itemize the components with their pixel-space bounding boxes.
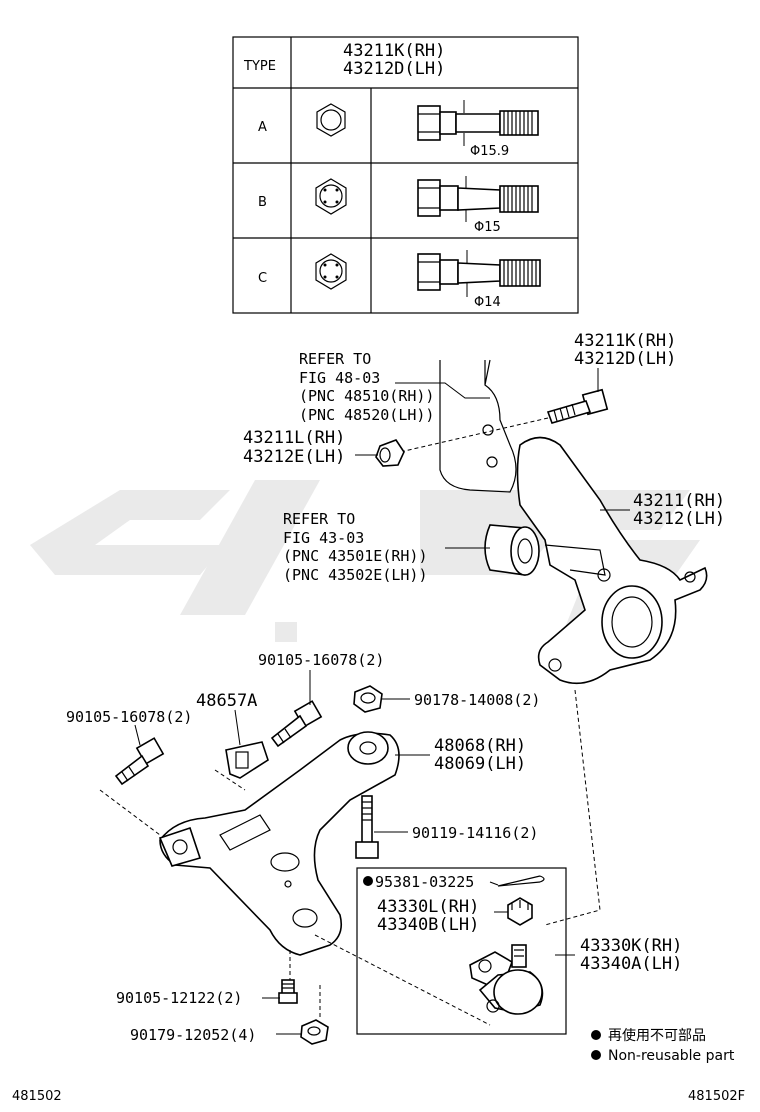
label-balljoint-rh: 43330K(RH) <box>580 936 682 956</box>
label-refer43-line3: (PNC 43501E(RH)) <box>283 547 428 565</box>
label-90178: 90178-14008(2) <box>414 691 540 709</box>
nut-43211l <box>375 439 405 467</box>
type-table: TYPE 43211K(RH) 43212D(LH) A B C <box>232 36 579 314</box>
label-refer43-line4: (PNC 43502E(LH)) <box>283 566 428 584</box>
leader-refer48 <box>395 382 490 399</box>
label-balljoint-nut-rh: 43330L(RH) <box>377 897 479 917</box>
hex-head-b <box>315 178 347 215</box>
bracket-48657a <box>225 741 269 779</box>
bolt-90105-16078-top <box>270 700 323 748</box>
bolt-90119 <box>355 795 379 859</box>
label-90119: 90119-14116(2) <box>412 824 538 842</box>
nut-90178 <box>353 685 383 713</box>
bolt-profile-c: Φ14 <box>417 250 541 310</box>
arm-dash-bracket <box>214 769 246 791</box>
bolt-profile-b: Φ15 <box>417 176 539 235</box>
hub-bolt-dash <box>399 417 549 453</box>
watermark-stroke-middle <box>180 480 320 615</box>
watermark-dot <box>275 622 297 642</box>
bracket-hole-2 <box>486 456 498 468</box>
lower-arm <box>158 731 400 956</box>
label-90105-12122: 90105-12122(2) <box>116 989 242 1007</box>
bolt-90105-12122 <box>278 979 298 1004</box>
label-refer48-line4: (PNC 48520(LH)) <box>299 406 434 424</box>
label-bracket-48657a: 48657A <box>196 691 257 711</box>
knuckle-dash-to-balljoint <box>544 689 601 926</box>
label-pin: 95381-03225 <box>375 873 474 891</box>
label-refer43-line1: REFER TO <box>283 510 355 528</box>
footer-right-code: 481502F <box>688 1089 745 1104</box>
label-refer48-line1: REFER TO <box>299 350 371 368</box>
table-row-c-type: C <box>258 271 267 286</box>
bushing <box>484 524 540 576</box>
label-90105-16078-left: 90105-16078(2) <box>66 708 192 726</box>
table-row-b-type: B <box>258 195 267 210</box>
leader-48657a <box>234 709 241 746</box>
hex-head-c <box>315 253 347 290</box>
label-refer48-line3: (PNC 48510(RH)) <box>299 387 434 405</box>
cotter-pin <box>497 875 545 887</box>
steering-knuckle <box>516 436 708 685</box>
non-reusable-marker-pin <box>363 876 373 886</box>
hub-bolt <box>546 388 609 424</box>
table-row-a-type: A <box>258 120 267 135</box>
bolt-90105-16078-left <box>114 737 165 786</box>
legend-bullet-en <box>591 1050 601 1060</box>
label-balljoint-nut-lh: 43340B(LH) <box>377 915 479 935</box>
legend-bullet-jp <box>591 1030 601 1040</box>
arm-dash-to-balljoint <box>314 934 491 1026</box>
table-part-lh: 43212D(LH) <box>343 59 445 79</box>
label-nut-lh: 43212E(LH) <box>243 447 345 467</box>
balljoint-box <box>356 867 567 1035</box>
table-part-rh: 43211K(RH) <box>343 41 445 61</box>
label-nut-rh: 43211L(RH) <box>243 428 345 448</box>
hex-head-a <box>316 103 346 137</box>
label-arm-rh: 48068(RH) <box>434 736 526 756</box>
bracket-hole-1 <box>482 424 494 436</box>
bolt-profile-a: Φ15.9 <box>417 100 539 159</box>
castle-nut <box>507 897 533 926</box>
table-frame <box>232 36 579 314</box>
label-knuckle-lh: 43212(LH) <box>633 509 725 529</box>
leader-90105-left <box>134 724 141 746</box>
label-90179: 90179-12052(4) <box>130 1026 256 1044</box>
label-arm-lh: 48069(LH) <box>434 754 526 774</box>
label-refer48-line2: FIG 48-03 <box>299 369 380 387</box>
label-refer43-line2: FIG 43-03 <box>283 529 364 547</box>
label-90105-16078-top: 90105-16078(2) <box>258 651 384 669</box>
footer-left-code: 481502 <box>12 1089 62 1104</box>
label-hub-bolt-rh: 43211K(RH) <box>574 331 676 351</box>
dimension-c: Φ14 <box>474 295 501 310</box>
label-hub-bolt-lh: 43212D(LH) <box>574 349 676 369</box>
dimension-b: Φ15 <box>474 220 501 235</box>
legend-text-en: Non-reusable part <box>608 1048 735 1064</box>
nut-90179 <box>300 1019 329 1045</box>
legend-text-jp: 再使用不可部品 <box>608 1027 706 1044</box>
ball-joint <box>469 944 544 1015</box>
arm-dash-left <box>99 789 161 836</box>
table-type-header: TYPE <box>243 59 276 74</box>
label-knuckle-rh: 43211(RH) <box>633 491 725 511</box>
leader-pin <box>489 881 499 886</box>
watermark-stroke-left <box>30 490 230 575</box>
dimension-a: Φ15.9 <box>470 144 509 159</box>
strut-bracket-outline <box>439 359 517 493</box>
label-balljoint-lh: 43340A(LH) <box>580 954 682 974</box>
